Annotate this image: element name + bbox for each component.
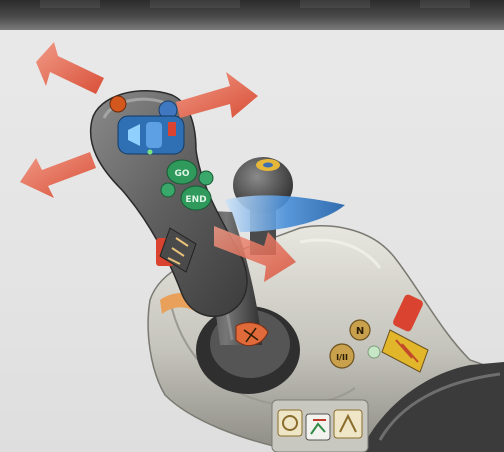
rocker-led: [148, 150, 153, 155]
headland-right-button[interactable]: [199, 171, 213, 185]
arrow-left: [20, 152, 96, 198]
range-label: I/II: [336, 353, 348, 362]
range-button[interactable]: I/II: [330, 344, 354, 368]
speed-icon[interactable]: [306, 414, 330, 440]
go-button[interactable]: GO: [167, 160, 197, 184]
arrow-up-right: [176, 72, 258, 118]
hitch-rocker-switch[interactable]: [118, 116, 184, 155]
handle-top-button-orange[interactable]: [110, 96, 126, 112]
function-panel: [272, 400, 368, 452]
arrow-up-left: [36, 42, 104, 94]
tractor-icon[interactable]: [278, 410, 302, 436]
hitch-icon[interactable]: [334, 410, 362, 438]
go-label: GO: [174, 169, 189, 179]
end-button[interactable]: END: [181, 186, 211, 210]
headland-left-button[interactable]: [161, 183, 175, 197]
neutral-label: N: [356, 326, 364, 337]
status-led: [368, 346, 380, 358]
end-label: END: [185, 195, 206, 205]
neutral-button[interactable]: N: [350, 320, 370, 340]
